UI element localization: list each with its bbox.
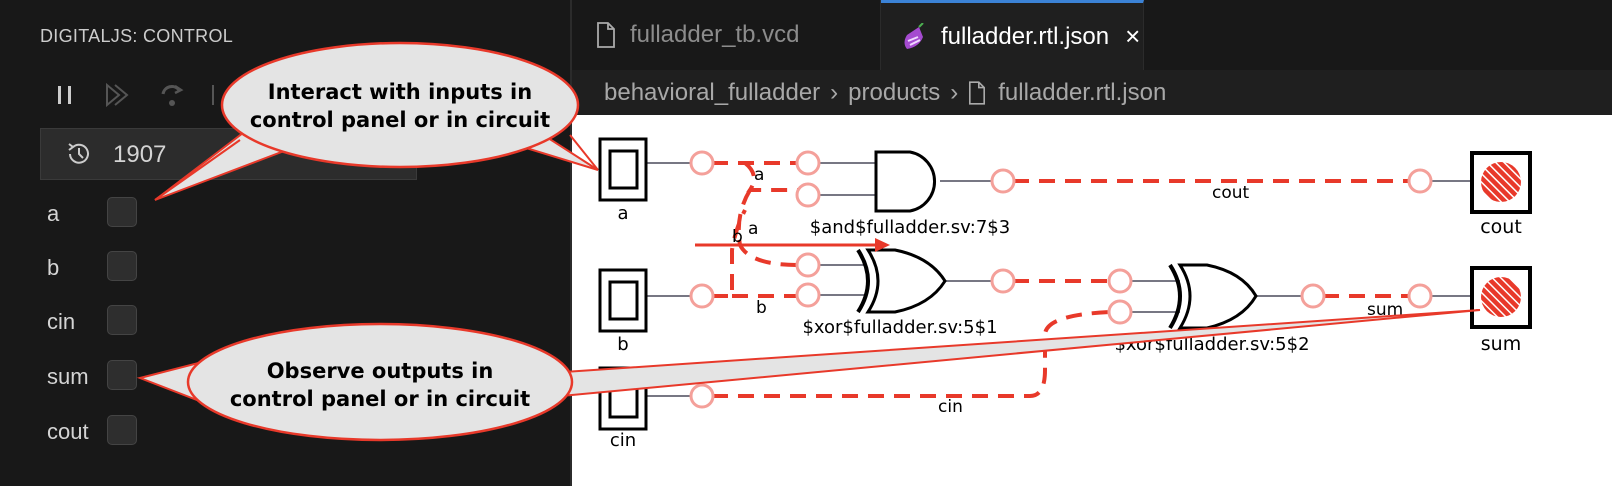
wire-label: a xyxy=(754,165,764,185)
breadcrumb-item[interactable]: behavioral_fulladder xyxy=(604,78,821,106)
chevron-right-icon: › xyxy=(950,78,959,106)
gate-label-xor1: $xor$fulladder.sv:5$1 xyxy=(802,317,997,338)
breadcrumb-item[interactable]: fulladder.rtl.json xyxy=(998,78,1167,106)
signal-label-cout: cout xyxy=(47,419,89,444)
wire-label: b xyxy=(756,298,767,318)
signal-checkbox-cout xyxy=(107,415,137,445)
signal-label-b: b xyxy=(47,255,60,280)
callout-text: control panel or in circuit xyxy=(230,387,530,411)
input-label-b: b xyxy=(617,334,628,355)
panel-title: DIGITALJS: CONTROL xyxy=(40,26,234,46)
signal-checkbox-cin[interactable] xyxy=(107,305,137,335)
wire-label: b xyxy=(732,227,743,247)
next-icon[interactable] xyxy=(208,80,238,110)
wire-label: a xyxy=(748,219,758,239)
circuit-canvas xyxy=(572,115,1612,486)
input-a[interactable] xyxy=(598,137,648,202)
time-value: 1907 xyxy=(113,141,167,168)
signal-label-sum: sum xyxy=(47,364,89,389)
chevron-right-icon: › xyxy=(830,78,839,106)
callout-text: Observe outputs in xyxy=(267,359,494,383)
and-gate xyxy=(874,150,936,213)
signal-label-a: a xyxy=(47,201,60,226)
output-label-sum: sum xyxy=(1481,333,1521,355)
close-tab-icon[interactable]: × xyxy=(1125,21,1141,51)
input-label-cin: cin xyxy=(610,430,636,451)
xor-gate-1 xyxy=(856,248,947,314)
signal-label-cin: cin xyxy=(47,309,76,334)
file-icon xyxy=(969,80,986,105)
digitaljs-icon xyxy=(904,22,924,49)
callout-text: control panel or in circuit xyxy=(250,108,550,132)
tab-fulladder-rtl-json[interactable]: fulladder.rtl.json × xyxy=(881,0,1144,70)
signal-checkbox-b[interactable] xyxy=(107,251,137,281)
step-icon[interactable] xyxy=(157,80,187,110)
signal-checkbox-a[interactable] xyxy=(107,197,137,227)
tab-fulladder-tb-vcd[interactable]: fulladder_tb.vcd xyxy=(572,0,881,70)
callout-text: Interact with inputs in xyxy=(268,80,532,104)
signal-checkbox-sum xyxy=(107,360,137,390)
gate-label-and: $and$fulladder.sv:7$3 xyxy=(810,217,1010,238)
wire-label: cin xyxy=(938,397,963,417)
port-circles xyxy=(689,150,1433,409)
breadcrumb: behavioral_fulladder › products › fullad… xyxy=(572,70,1612,115)
xor-gate-2 xyxy=(1168,263,1258,330)
callout-top: Interact with inputs in control panel or… xyxy=(154,41,599,201)
file-icon xyxy=(597,22,615,48)
pause-icon[interactable] xyxy=(50,80,80,110)
history-icon xyxy=(68,143,89,164)
tab-bar: fulladder_tb.vcd fulladder.rtl.json × xyxy=(572,0,1612,71)
tab-label: fulladder.rtl.json xyxy=(941,22,1110,50)
output-cout xyxy=(1470,151,1532,214)
tab-label: fulladder_tb.vcd xyxy=(630,21,800,48)
output-sum xyxy=(1470,266,1532,329)
input-b[interactable] xyxy=(598,268,648,333)
breadcrumb-item[interactable]: products xyxy=(848,78,941,106)
output-label-cout: cout xyxy=(1480,216,1522,238)
fast-forward-icon[interactable] xyxy=(103,80,133,110)
wire-label: cout xyxy=(1212,183,1250,203)
callout-bottom: Observe outputs in control panel or in c… xyxy=(136,309,1481,442)
input-label-a: a xyxy=(617,203,628,224)
